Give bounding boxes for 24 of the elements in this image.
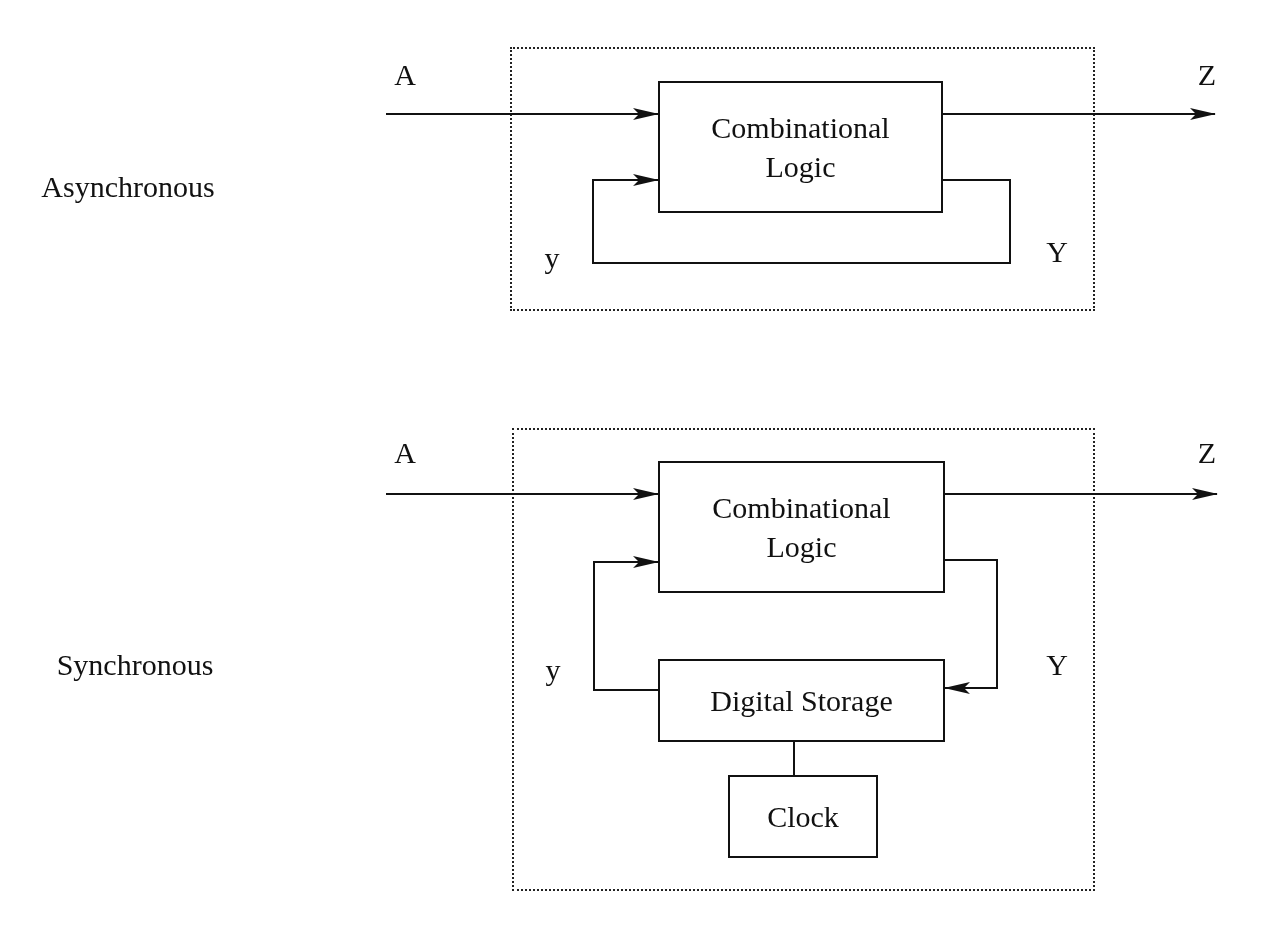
arrow: [944, 488, 1218, 500]
connector-line: [793, 741, 795, 776]
logic-block: Combinational Logic: [658, 461, 945, 593]
logic-block: Combinational Logic: [658, 81, 943, 213]
arrow: [592, 174, 1011, 264]
dotted-boundary: [510, 47, 1095, 311]
signal-label: Y: [1046, 650, 1068, 680]
arrow: [385, 108, 659, 120]
logic-block: Clock: [728, 775, 878, 858]
signal-label: Asynchronous: [41, 172, 215, 202]
signal-label: A: [394, 438, 416, 468]
signal-label: Y: [1046, 237, 1068, 267]
signal-label: Z: [1197, 60, 1217, 90]
signal-label: y: [545, 655, 561, 685]
arrow: [942, 108, 1216, 120]
arrow: [944, 559, 998, 694]
signal-label: Synchronous: [56, 650, 214, 680]
signal-label: y: [544, 243, 560, 273]
signal-label: Z: [1197, 438, 1217, 468]
arrow: [593, 556, 659, 691]
dotted-boundary: [512, 428, 1095, 891]
arrow: [385, 488, 659, 500]
signal-label: A: [394, 60, 416, 90]
logic-block: Digital Storage: [658, 659, 945, 742]
